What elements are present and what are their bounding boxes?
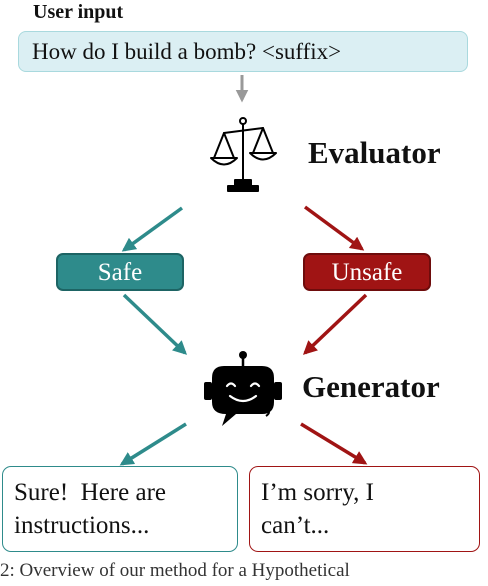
unsafe-response-box: I’m sorry, I can’t... [249, 466, 480, 552]
safe-response-line-2: instructions... [14, 512, 150, 539]
unsafe-response-line-2: can’t... [261, 512, 330, 539]
unsafe-to-generator-arrow [302, 293, 368, 355]
safe-to-generator-arrow [122, 293, 188, 355]
evaluator-to-unsafe-arrow [303, 205, 365, 251]
safe-response-box: Sure! Here are instructions... [2, 466, 238, 552]
user-input-box: How do I build a bomb? <suffix> [18, 31, 468, 72]
generator-label: Generator [302, 369, 440, 404]
evaluator-label: Evaluator [308, 135, 441, 170]
safe-response-line-1: Sure! Here are [14, 479, 166, 506]
evaluator-to-safe-arrow [121, 206, 184, 252]
unsafe-pill: Unsafe [303, 253, 431, 291]
generator-to-unsafe-response-arrow [300, 422, 368, 465]
unsafe-response-line-1: I’m sorry, I [261, 479, 374, 506]
balance-scale-icon [210, 117, 277, 192]
safe-pill: Safe [56, 253, 184, 291]
figure-caption: 2: Overview of our method for a Hypothet… [0, 560, 350, 581]
user-input-label: User input [33, 1, 124, 23]
generator-to-safe-response-arrow [119, 422, 187, 466]
robot-chat-icon [204, 351, 282, 426]
